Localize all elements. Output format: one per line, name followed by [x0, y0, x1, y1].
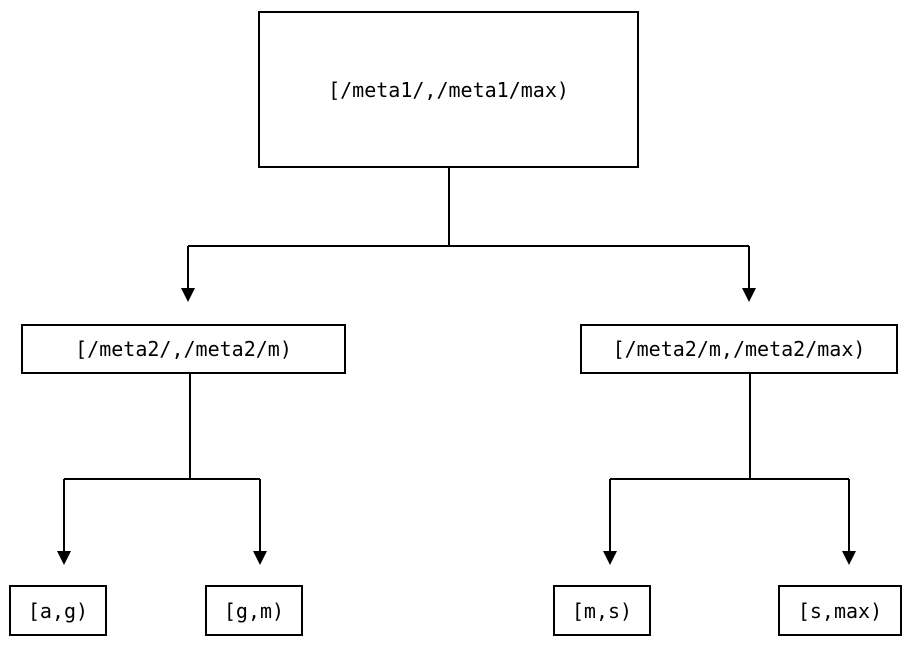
tree-node-root[interactable]: [/meta1/,/meta1/max) — [258, 11, 639, 168]
tree-node-leaf-1-label: [a,g) — [27, 598, 89, 623]
tree-node-leaf-1[interactable]: [a,g) — [9, 585, 107, 636]
tree-node-mid-right-label: [/meta2/m,/meta2/max) — [612, 337, 866, 361]
tree-node-mid-left[interactable]: [/meta2/,/meta2/m) — [21, 324, 346, 374]
tree-node-leaf-4-label: [s,max) — [797, 598, 883, 623]
tree-node-mid-right[interactable]: [/meta2/m,/meta2/max) — [580, 324, 898, 374]
tree-node-leaf-2-label: [g,m) — [223, 598, 285, 623]
edge-midleft-to-leaves — [63, 374, 261, 553]
edge-root-to-middle — [187, 168, 750, 290]
tree-node-leaf-2[interactable]: [g,m) — [205, 585, 303, 636]
edge-midright-to-leaves — [609, 374, 850, 553]
tree-node-mid-left-label: [/meta2/,/meta2/m) — [75, 337, 292, 361]
arrowhead-to-leaf-1 — [57, 551, 71, 565]
arrowhead-to-mid-right — [742, 288, 756, 302]
tree-node-leaf-3-label: [m,s) — [571, 598, 633, 623]
tree-node-leaf-3[interactable]: [m,s) — [553, 585, 651, 636]
tree-node-root-label: [/meta1/,/meta1/max) — [328, 77, 569, 102]
tree-node-leaf-4[interactable]: [s,max) — [778, 585, 902, 636]
arrowhead-to-leaf-2 — [253, 551, 267, 565]
arrowhead-to-leaf-4 — [842, 551, 856, 565]
arrowhead-to-leaf-3 — [603, 551, 617, 565]
arrowhead-to-mid-left — [181, 288, 195, 302]
